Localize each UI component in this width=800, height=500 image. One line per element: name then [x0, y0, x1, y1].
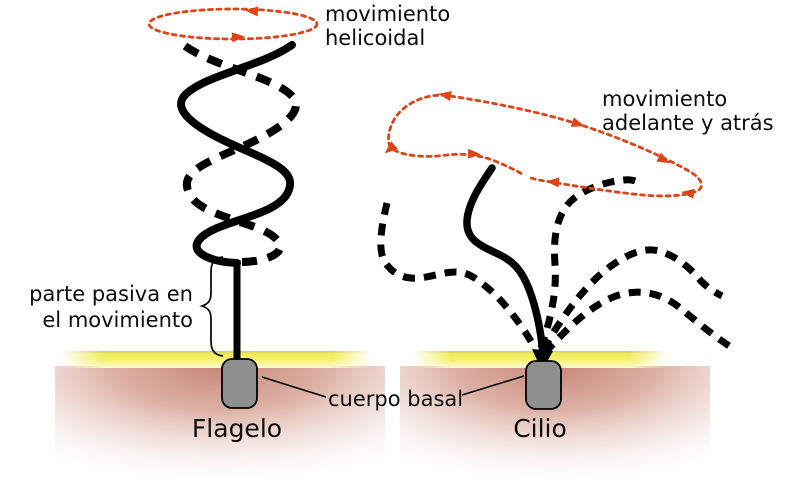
cilium-dashed-curve-middle: [539, 246, 724, 352]
label-flagelo: Flagelo: [192, 414, 282, 443]
cilium-dashed-curve-upright: [537, 176, 644, 350]
rotation-arrow-bottom-icon: [231, 31, 246, 43]
cilium-dashed-curve-lower: [542, 288, 736, 356]
cilium-tip-arrowhead-icon: [532, 349, 553, 371]
membrane-left: [62, 351, 372, 368]
motion-arrow-icon: [437, 88, 452, 101]
cilium-solid-curve: [463, 164, 547, 358]
helical-motion-arrows: [231, 5, 259, 43]
label-parte-pasiva: parte pasiva en: [29, 282, 193, 306]
label-cilio: Cilio: [513, 414, 567, 443]
label-movimiento-adelante: movimiento: [602, 87, 727, 111]
flagellum-solid-curve: [177, 41, 296, 267]
label-movimiento-helicoidal-line2: helicoidal: [325, 26, 425, 50]
label-cuerpo-basal: cuerpo basal: [328, 387, 463, 411]
motion-arrow-icon: [570, 117, 587, 131]
motion-arrow-icon: [545, 176, 560, 188]
label-movimiento-helicoidal: movimiento: [325, 2, 450, 26]
flagellum-dashed-curve: [182, 42, 300, 266]
label-parte-pasiva-line2: el movimiento: [42, 308, 193, 332]
cilium-dashed-curve-left: [377, 202, 536, 345]
callout-line-right: [461, 375, 525, 396]
callout-line-left: [261, 376, 327, 398]
basal-body-right: [525, 360, 562, 410]
motion-arrow-icon: [680, 187, 695, 199]
label-movimiento-adelante-line2: adelante y atrás: [602, 111, 774, 135]
basal-body-left: [221, 358, 258, 409]
passive-part-brace: [199, 256, 224, 357]
cytoplasm-left: [55, 366, 385, 500]
rotation-arrow-top-icon: [244, 5, 259, 17]
